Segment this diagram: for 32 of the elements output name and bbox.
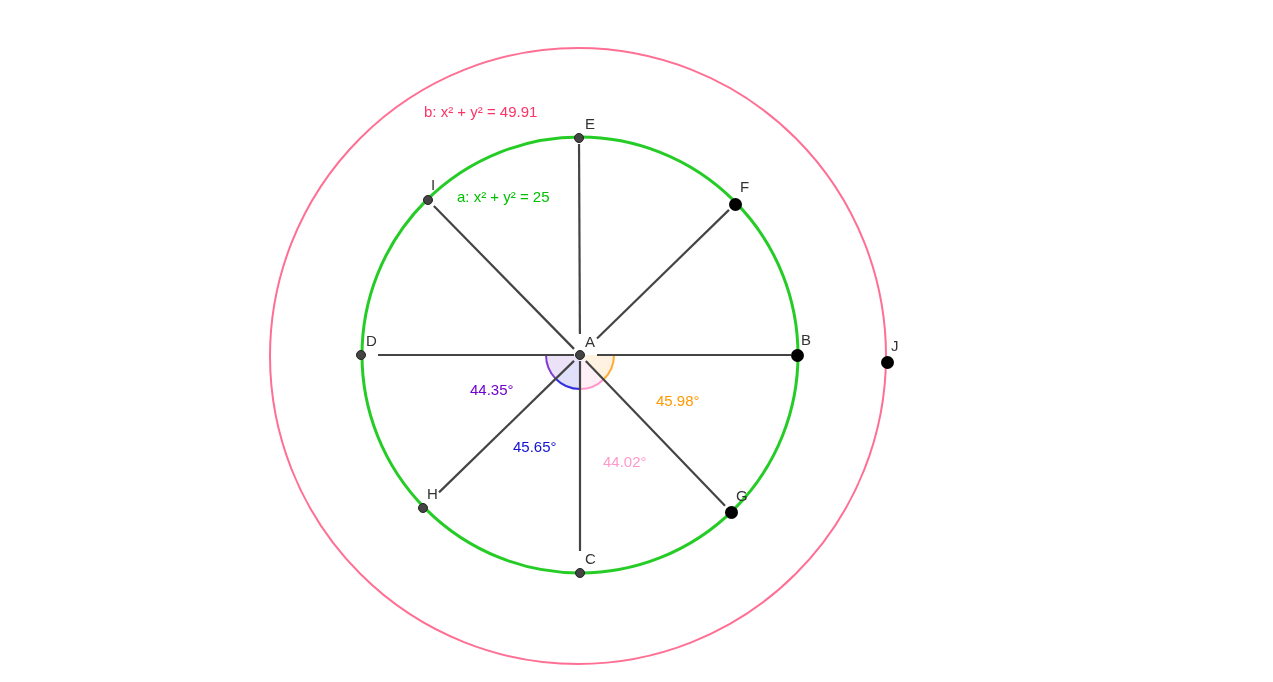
labeled-point (574, 551, 597, 579)
labeled-point (791, 332, 813, 361)
line-segment (438, 360, 575, 494)
labeled-point (725, 488, 748, 518)
angle-measure: 44.02° (603, 453, 647, 470)
angle-measure: 44.35° (470, 381, 514, 398)
labeled-point (574, 334, 597, 361)
line-segment (584, 360, 726, 507)
point-label: B (801, 332, 811, 347)
circle-equation: b: x² + y² = 49.91 (424, 103, 538, 120)
labeled-point (729, 179, 752, 210)
labeled-point (417, 486, 439, 514)
circle-equation: a: x² + y² = 25 (457, 188, 550, 205)
line-segment (578, 361, 582, 551)
point-label: H (427, 486, 438, 501)
point-label: I (431, 177, 436, 192)
line-segment (378, 353, 574, 357)
point-label: C (585, 551, 596, 566)
labeled-point (355, 333, 378, 361)
point-label: E (585, 116, 595, 131)
point-label: D (366, 333, 377, 348)
point-label: G (736, 488, 748, 503)
line-segment (433, 205, 575, 350)
line-segment (577, 144, 581, 334)
labeled-point (573, 116, 597, 144)
angle-measure: 45.98° (656, 392, 700, 409)
line-segment (596, 209, 730, 340)
point-label: A (585, 334, 595, 349)
point-label: J (891, 338, 899, 353)
angle-measure: 45.65° (513, 438, 557, 455)
line-segment (597, 353, 791, 357)
point-label: F (740, 179, 750, 194)
